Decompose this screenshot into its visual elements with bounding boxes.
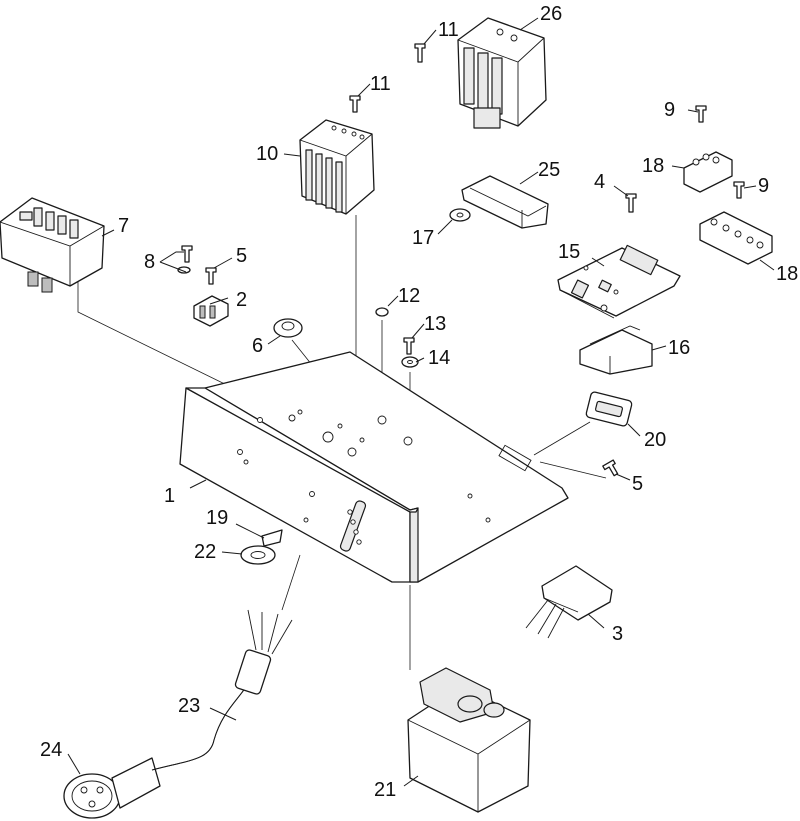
callout-2: 2 [236, 289, 247, 311]
callout-25: 25 [538, 159, 560, 181]
callout-14: 14 [428, 347, 450, 369]
relay-box-part-7 [0, 197, 105, 293]
callout-16: 16 [668, 337, 690, 359]
contactor-part-10 [299, 119, 375, 215]
callout-20: 20 [644, 429, 666, 451]
callout-15: 15 [558, 241, 580, 263]
callout-8: 8 [144, 251, 155, 273]
callout-17: 17 [412, 227, 434, 249]
callout-10: 10 [256, 143, 278, 165]
screws [177, 43, 745, 477]
washer-part-14 [401, 356, 419, 368]
callout-23: 23 [178, 695, 200, 717]
callout-9-lower: 9 [758, 175, 769, 197]
callout-7: 7 [118, 215, 129, 237]
callout-9-upper: 9 [664, 99, 675, 121]
contactor-part-26 [457, 17, 547, 129]
clip-part-19 [261, 529, 283, 547]
transformer-part-21 [407, 667, 531, 813]
callout-21: 21 [374, 779, 396, 801]
callout-11-right: 11 [438, 19, 459, 41]
assembly-lines [77, 215, 607, 670]
terminal-part-2 [193, 295, 229, 327]
callout-4: 4 [594, 171, 605, 193]
bracket-part-16 [579, 325, 653, 375]
washer-part-17 [449, 208, 471, 222]
callout-18-upper: 18 [642, 155, 664, 177]
din-rail-part-25 [461, 175, 549, 229]
connector-part-20 [585, 391, 633, 427]
callout-18-lower: 18 [776, 263, 798, 285]
callout-19: 19 [206, 507, 228, 529]
grommet-part-6 [273, 318, 303, 338]
capacitor-part-3 [525, 565, 613, 639]
callout-13: 13 [424, 313, 446, 335]
callout-5-lower: 5 [632, 473, 643, 495]
grommet-part-22 [240, 545, 276, 565]
chassis-base-part-1 [179, 351, 569, 583]
callout-26: 26 [540, 3, 562, 25]
callout-6: 6 [252, 335, 263, 357]
terminal-strip-part-18-small [683, 151, 733, 193]
callout-5-upper: 5 [236, 245, 247, 267]
callout-labels: 1 2 3 4 5 5 6 7 8 9 9 10 11 11 12 13 14 … [40, 3, 798, 801]
callout-22: 22 [194, 541, 216, 563]
callout-1: 1 [164, 485, 175, 507]
pcb-part-15 [557, 244, 681, 319]
callout-12: 12 [398, 285, 420, 307]
terminal-strip-part-18-large [699, 211, 773, 265]
callout-24: 24 [40, 739, 62, 761]
leader-lines [67, 17, 775, 787]
callout-11-upper: 11 [370, 73, 391, 95]
plug-part-24 [63, 757, 161, 819]
cable-part-23 [151, 609, 293, 771]
callout-3: 3 [612, 623, 623, 645]
grommet-part-12 [375, 307, 389, 317]
